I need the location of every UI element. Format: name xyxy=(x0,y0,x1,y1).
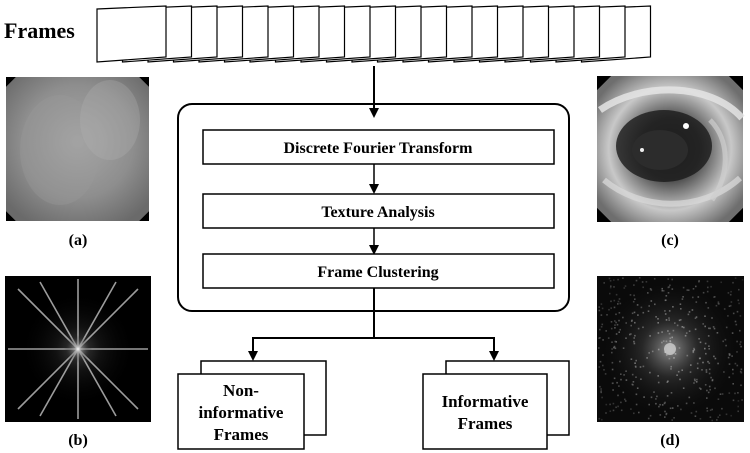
frames-label: Frames xyxy=(4,18,75,43)
step-label-dft: Discrete Fourier Transform xyxy=(284,140,474,157)
image-c-informative-frame xyxy=(597,76,745,222)
image-b-fourier-spectrum xyxy=(5,276,151,422)
caption-b: (b) xyxy=(68,432,88,449)
step-box-texture xyxy=(202,193,555,229)
output-label-informative-2: Frames xyxy=(458,414,513,433)
frame-stack xyxy=(96,5,652,63)
step-label-clustering: Frame Clustering xyxy=(317,264,438,281)
image-a-non-informative-frame xyxy=(6,77,149,221)
frame-card xyxy=(96,5,167,63)
caption-a: (a) xyxy=(69,232,88,249)
output-label-non-informative-2: informative xyxy=(199,403,284,422)
caption-d: (d) xyxy=(660,432,680,449)
output-label-non-informative-1: Non- xyxy=(223,381,259,400)
branch-connector xyxy=(248,288,375,361)
step-box-dft xyxy=(202,129,555,165)
branch-connector-right xyxy=(374,337,499,361)
caption-c: (c) xyxy=(661,232,679,249)
output-label-informative-1: Informative xyxy=(442,392,529,411)
output-box-informative xyxy=(422,373,548,450)
output-box-non-informative xyxy=(177,373,305,450)
image-d-fourier-spectrum xyxy=(597,276,744,422)
output-label-non-informative-3: Frames xyxy=(214,425,269,444)
step-box-clustering xyxy=(202,253,555,289)
step-label-texture: Texture Analysis xyxy=(321,204,434,221)
